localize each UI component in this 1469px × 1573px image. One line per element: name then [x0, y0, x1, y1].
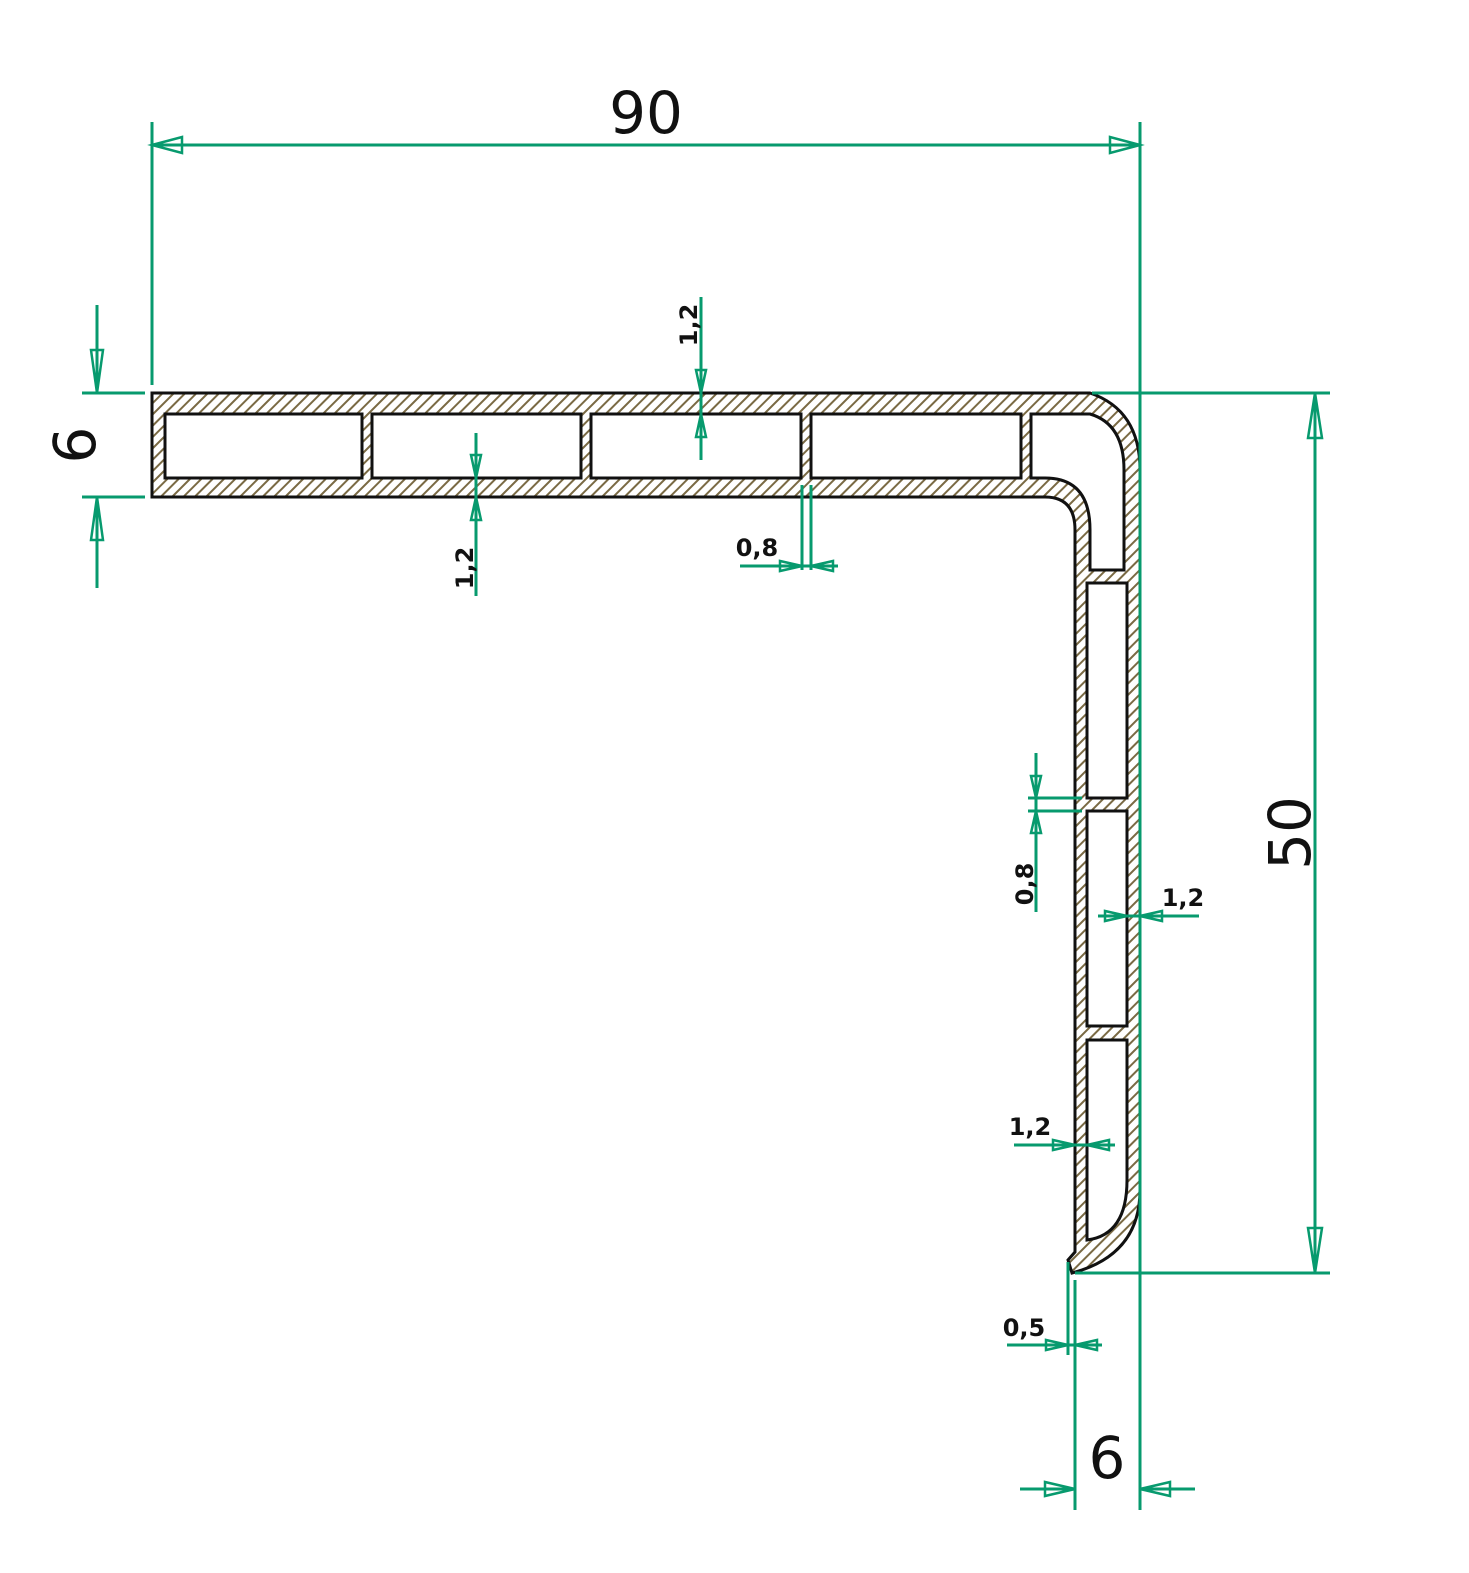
dim-label-top-wall: 1,2 — [675, 304, 703, 347]
dim-label-horizontal-rib: 0,8 — [736, 534, 779, 562]
cavity-v-1 — [1085, 581, 1129, 800]
dim-label-overall-height: 50 — [1256, 796, 1324, 870]
dim-label-inner-left-wall: 1,2 — [1009, 1113, 1052, 1141]
dim-label-bottom-wall: 1,2 — [451, 547, 479, 590]
dim-label-vertical-rib: 0,8 — [1011, 863, 1039, 906]
dimension-lines — [82, 122, 1330, 1510]
aluminium-profile — [150, 391, 1142, 1275]
profile-outer-shape — [150, 391, 1142, 1275]
dim-label-outer-right-wall: 1,2 — [1162, 884, 1205, 912]
dim-label-overall-width: 90 — [609, 79, 683, 147]
dim-label-tip: 0,5 — [1003, 1314, 1046, 1342]
dim-label-leg-thickness: 6 — [1089, 1424, 1126, 1492]
cavity-h-3 — [589, 412, 803, 480]
cavity-h-4 — [809, 412, 1023, 480]
dim-label-flange-thickness: 6 — [41, 427, 109, 464]
cavity-h-1 — [163, 412, 364, 480]
cavity-corner — [1029, 412, 1126, 572]
